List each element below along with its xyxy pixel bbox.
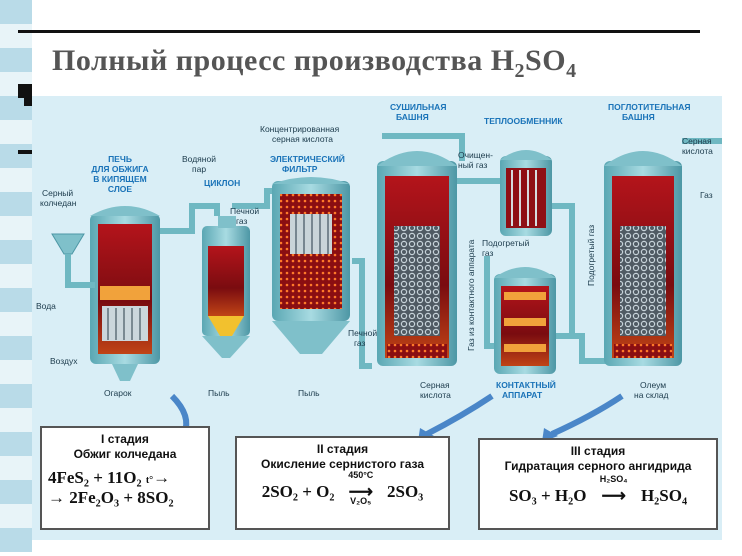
electric-filter	[272, 177, 350, 354]
svg-text:ТЕПЛООБМЕННИК: ТЕПЛООБМЕННИК	[484, 116, 563, 126]
svg-text:Очищен-: Очищен-	[458, 150, 493, 160]
stage-2-title: II стадия	[316, 442, 369, 456]
bullet-dash	[18, 150, 34, 154]
svg-text:Подогретый газ: Подогретый газ	[586, 225, 596, 286]
heat-exchanger	[500, 150, 552, 236]
svg-text:кислота: кислота	[420, 390, 451, 400]
bullet-square	[18, 84, 32, 98]
drying-tower	[377, 151, 457, 366]
stage-2-subtitle: Окисление сернистого газа	[261, 457, 424, 471]
stage-3-condition: H₂SO₄	[599, 474, 628, 484]
stage-3-title: III стадия	[570, 444, 626, 458]
svg-text:Огарок: Огарок	[104, 388, 132, 398]
svg-text:колчедан: колчедан	[40, 198, 77, 208]
svg-text:газ: газ	[236, 216, 248, 226]
pipes	[152, 133, 722, 369]
stage-2-eq-left: 2SO₂ + O₂	[261, 482, 335, 501]
svg-text:Печной: Печной	[230, 206, 259, 216]
stage-1-condition: t°	[145, 475, 154, 486]
svg-text:Водяной: Водяной	[182, 154, 216, 164]
svg-text:Газ из контактного аппарата: Газ из контактного аппарата	[466, 239, 476, 351]
stage-3-eq-right: H₂SO₄	[640, 486, 688, 505]
left-decorative-stripe	[0, 0, 32, 556]
diagram-labels: ПЕЧЬ ДЛЯ ОБЖИГА В КИПЯЩЕМ СЛОЕ Серный ко…	[36, 102, 713, 400]
svg-text:Газ: Газ	[700, 190, 713, 200]
svg-text:ПЕЧЬ: ПЕЧЬ	[108, 154, 132, 164]
svg-text:В КИПЯЩЕМ: В КИПЯЩЕМ	[93, 174, 146, 184]
svg-text:Воздух: Воздух	[50, 356, 78, 366]
svg-text:ПОГЛОТИТЕЛЬНАЯ: ПОГЛОТИТЕЛЬНАЯ	[608, 102, 691, 112]
svg-text:Пыль: Пыль	[298, 388, 320, 398]
svg-text:КОНТАКТНЫЙ: КОНТАКТНЫЙ	[496, 379, 556, 390]
svg-text:Серный: Серный	[42, 188, 73, 198]
page-title: Полный процесс производства H2SO4	[52, 44, 577, 82]
svg-text:газ: газ	[354, 338, 366, 348]
svg-text:ДЛЯ ОБЖИГА: ДЛЯ ОБЖИГА	[91, 164, 148, 174]
contact-apparatus	[494, 267, 556, 374]
svg-text:СЛОЕ: СЛОЕ	[108, 184, 133, 194]
svg-text:СУШИЛЬНАЯ: СУШИЛЬНАЯ	[390, 102, 446, 112]
svg-text:серная кислота: серная кислота	[272, 134, 333, 144]
svg-text:ЦИКЛОН: ЦИКЛОН	[204, 178, 240, 188]
stage-3-subtitle: Гидратация серного ангидрида	[504, 459, 692, 473]
stage-1-box: I стадия Обжиг колчедана 4FeS₂ + 11O₂ t°…	[40, 426, 210, 530]
svg-text:Печной: Печной	[348, 328, 377, 338]
svg-text:БАШНЯ: БАШНЯ	[396, 112, 429, 122]
svg-text:Олеум: Олеум	[640, 380, 666, 390]
svg-text:на склад: на склад	[634, 390, 669, 400]
stage-2-eq-right: 2SO₃	[387, 482, 424, 501]
roasting-furnace	[51, 206, 160, 381]
svg-text:ФИЛЬТР: ФИЛЬТР	[282, 164, 318, 174]
stage-arrows	[169, 393, 624, 437]
stage-1-subtitle: Обжиг колчедана	[73, 447, 177, 461]
svg-text:Серная: Серная	[682, 136, 712, 146]
svg-text:ЭЛЕКТРИЧЕСКИЙ: ЭЛЕКТРИЧЕСКИЙ	[270, 153, 345, 164]
title-rule	[18, 30, 700, 33]
stage-3-eq-left: SO₃ + H₂O	[508, 486, 587, 505]
svg-text:кислота: кислота	[682, 146, 713, 156]
svg-text:БАШНЯ: БАШНЯ	[622, 112, 655, 122]
svg-text:ный газ: ный газ	[458, 160, 487, 170]
stage-1-eq-left: 4FeS₂ + 11O₂	[48, 468, 142, 487]
stage-3-box: III стадия Гидратация серного ангидрида …	[478, 438, 718, 530]
svg-text:Пыль: Пыль	[208, 388, 230, 398]
stage-2-condition-temp: 450°C	[348, 470, 374, 480]
cyclone	[202, 216, 250, 358]
svg-text:газ: газ	[482, 248, 494, 258]
svg-text:пар: пар	[192, 164, 206, 174]
svg-text:Вода: Вода	[36, 301, 56, 311]
stage-2-condition-catalyst: V₂O₅	[350, 496, 372, 506]
absorption-tower	[604, 151, 682, 366]
stage-1-eq-right: 2Fe₂O₃ + 8SO₂	[69, 488, 174, 507]
svg-text:Концентрированная: Концентрированная	[260, 124, 340, 134]
svg-text:Подогретый: Подогретый	[482, 238, 530, 248]
stage-2-box: II стадия Окисление сернистого газа 2SO₂…	[235, 436, 450, 530]
svg-text:Серная: Серная	[420, 380, 450, 390]
svg-text:АППАРАТ: АППАРАТ	[502, 390, 543, 400]
bullet-square	[24, 96, 34, 106]
stage-1-title: I стадия	[101, 432, 149, 446]
